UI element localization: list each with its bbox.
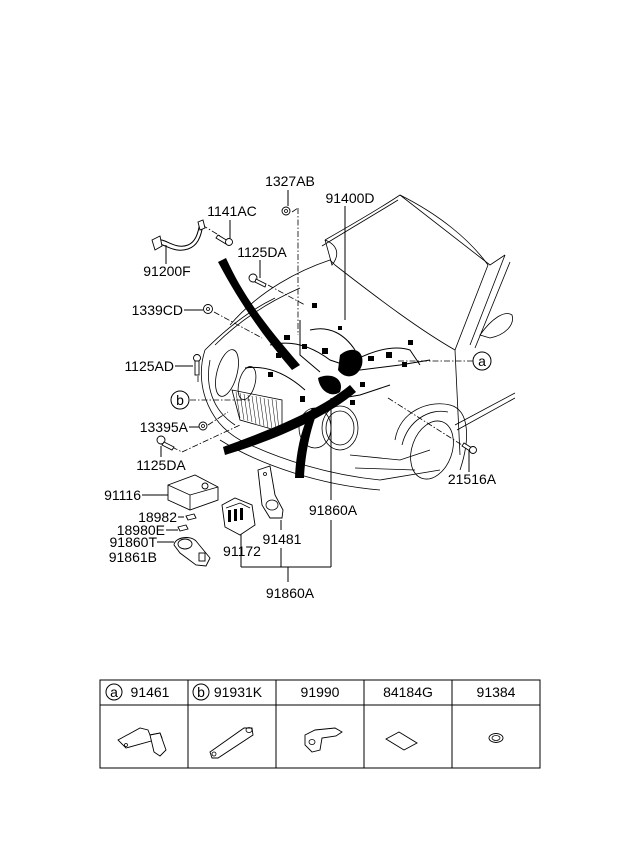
table-marker-b: b xyxy=(197,684,205,700)
callout-91481: 91481 xyxy=(263,531,302,547)
callout-1327AB: 1327AB xyxy=(265,173,315,189)
fuse-box-icon xyxy=(221,497,256,536)
callout-1339CD: 1339CD xyxy=(132,302,183,318)
table-part-no: 91931K xyxy=(214,684,263,700)
bolt-icon xyxy=(461,442,477,454)
callout-91861B: 91861B xyxy=(109,549,157,565)
callout-13395A: 13395A xyxy=(140,419,189,435)
bolt-icon xyxy=(215,234,233,246)
callout-18982: 18982 xyxy=(138,509,177,525)
bolt-icon xyxy=(193,354,201,376)
callout-1141AC: 1141AC xyxy=(207,203,257,219)
table-column-91461: a 91461 xyxy=(105,683,170,757)
callout-91860A-right: 91860A xyxy=(309,502,358,518)
callout-labels: 1327AB 91400D 1141AC 1125DA 91200F 1339C… xyxy=(104,173,497,601)
bracket-a-icon xyxy=(117,727,167,757)
bracket-b-icon xyxy=(209,727,254,759)
leader-lines xyxy=(142,190,473,582)
module-box-icon xyxy=(167,474,219,511)
bolt-icon xyxy=(248,273,267,288)
ref-marker-b: b xyxy=(170,390,190,410)
parts-table: a 91461 b 91931K 91990 xyxy=(99,679,541,769)
callout-91860T: 91860T xyxy=(110,534,158,550)
table-column-84184G: 84184G xyxy=(383,684,433,751)
battery-terminal-icon xyxy=(173,537,211,567)
callout-1125DA-top: 1125DA xyxy=(237,244,287,260)
nut-icon xyxy=(203,304,213,314)
table-part-no: 84184G xyxy=(383,684,433,700)
bracket-icon xyxy=(257,465,284,519)
fuse-icon xyxy=(177,524,189,532)
nut-icon xyxy=(198,421,208,431)
pad-icon xyxy=(385,731,418,751)
small-parts xyxy=(151,206,477,567)
table-part-no: 91461 xyxy=(131,684,170,700)
callout-91400D: 91400D xyxy=(325,190,374,206)
table-part-no: 91990 xyxy=(301,684,340,700)
table-part-no: 91384 xyxy=(477,684,516,700)
callout-91172: 91172 xyxy=(223,543,261,559)
clip-icon xyxy=(304,727,343,753)
table-marker-a: a xyxy=(110,684,118,700)
bolt-icon xyxy=(156,435,175,451)
ref-marker-a-label: a xyxy=(478,353,486,369)
callout-1125DA-bottom: 1125DA xyxy=(136,457,186,473)
ground-cable-icon xyxy=(151,219,206,251)
callout-21516A: 21516A xyxy=(448,471,497,487)
callout-18980E: 18980E xyxy=(117,522,165,538)
table-column-91384: 91384 xyxy=(477,684,516,743)
wiring-harness xyxy=(218,258,431,478)
nut-icon xyxy=(281,206,291,216)
ref-marker-b-label: b xyxy=(176,392,184,408)
table-column-91990: 91990 xyxy=(301,684,343,753)
callout-91860A-bottom: 91860A xyxy=(266,585,315,601)
grommet-icon xyxy=(488,733,504,743)
callout-91200F: 91200F xyxy=(143,263,190,279)
ref-marker-a: a xyxy=(472,351,492,371)
callout-1125AD: 1125AD xyxy=(124,358,174,374)
car-outline xyxy=(200,194,516,491)
table-column-91931K: b 91931K xyxy=(192,683,263,759)
fuse-icon xyxy=(185,513,197,521)
callout-91116: 91116 xyxy=(104,487,141,503)
